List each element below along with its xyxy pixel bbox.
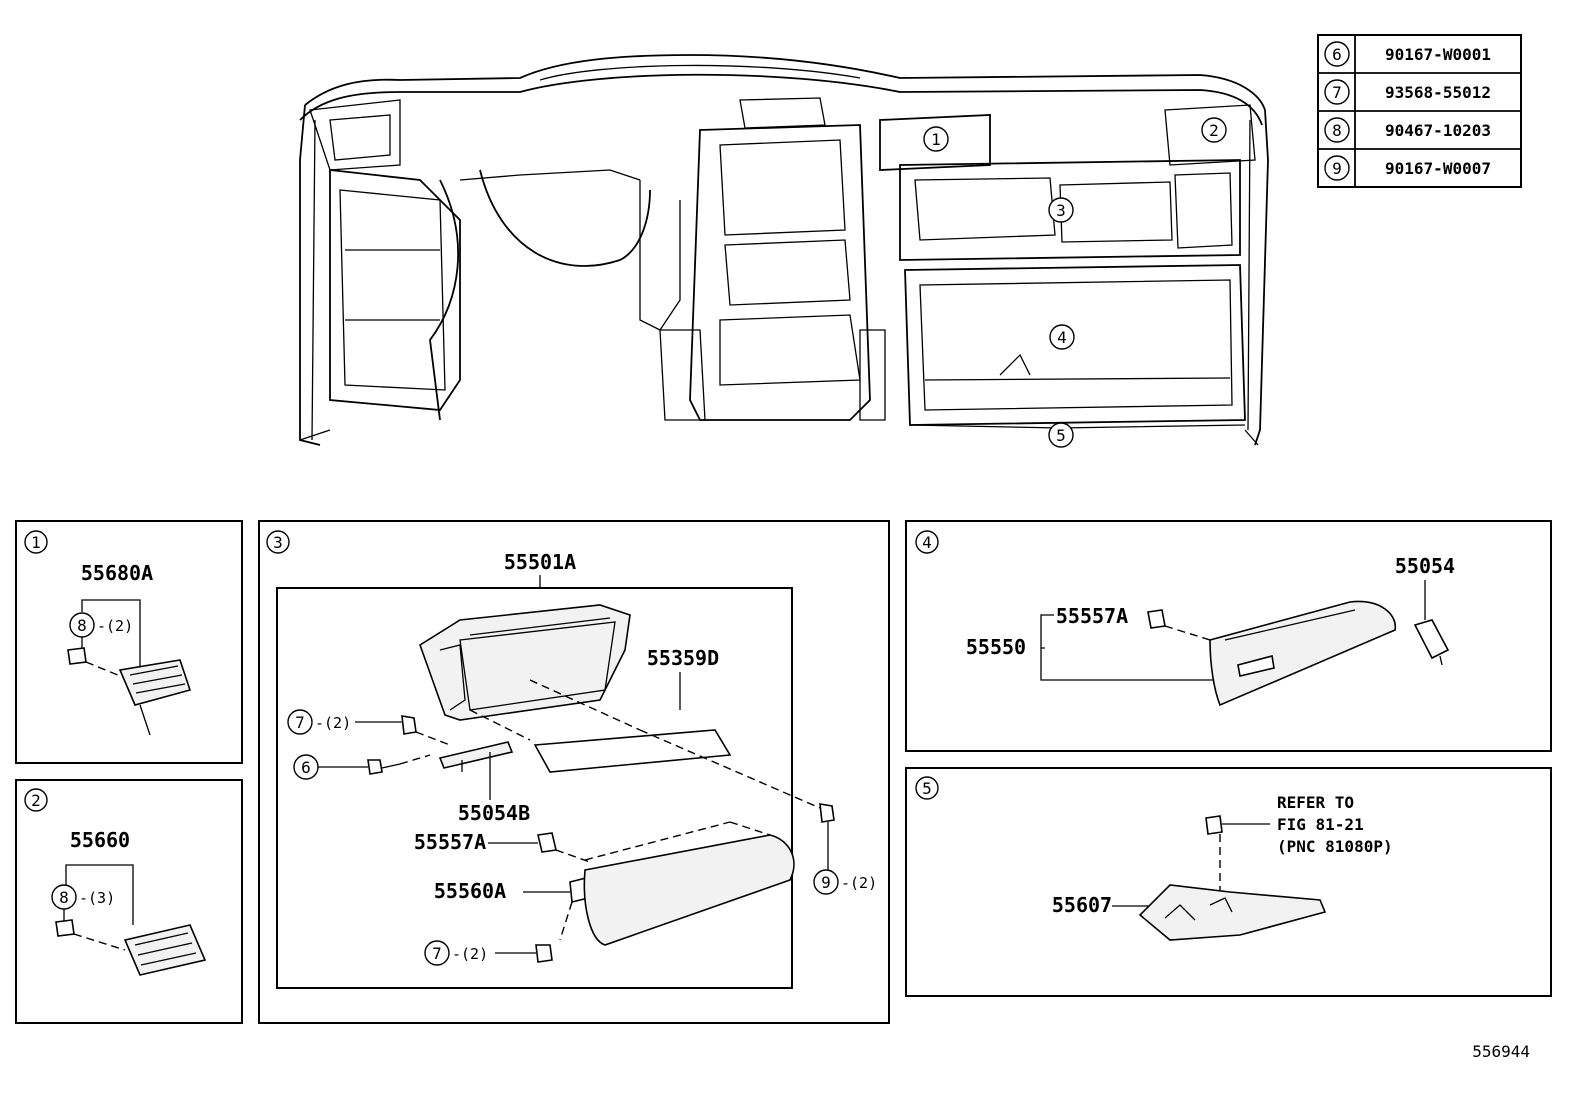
panel-3: 3 55501A 55359D 7 -(2) 6 55054B xyxy=(258,520,890,1024)
panel-1: 1 55680A 8 -(2) xyxy=(15,520,243,764)
table-row: 9 90167-W0007 xyxy=(1324,155,1491,181)
svg-text:2: 2 xyxy=(1209,121,1219,140)
svg-text:(PNC 81080P): (PNC 81080P) xyxy=(1277,837,1393,856)
svg-text:-(2): -(2) xyxy=(97,617,133,635)
svg-text:1: 1 xyxy=(931,130,941,149)
svg-text:55501A: 55501A xyxy=(504,550,576,574)
svg-text:55054: 55054 xyxy=(1395,554,1455,578)
svg-text:-(2): -(2) xyxy=(841,874,877,892)
svg-text:-(2): -(2) xyxy=(452,945,488,963)
svg-text:90167-W0001: 90167-W0001 xyxy=(1385,45,1491,64)
svg-text:55557A: 55557A xyxy=(414,830,486,854)
svg-text:9: 9 xyxy=(1332,159,1342,178)
svg-text:8: 8 xyxy=(77,616,87,635)
svg-text:55359D: 55359D xyxy=(647,646,719,670)
table-row: 8 90467-10203 xyxy=(1324,117,1491,143)
svg-text:8: 8 xyxy=(59,888,69,907)
svg-text:5: 5 xyxy=(1056,426,1066,445)
svg-text:3: 3 xyxy=(1056,201,1066,220)
svg-text:93568-55012: 93568-55012 xyxy=(1385,83,1491,102)
svg-text:3: 3 xyxy=(273,533,283,552)
svg-text:90167-W0007: 90167-W0007 xyxy=(1385,159,1491,178)
drawing-number: 556944 xyxy=(1472,1042,1530,1061)
svg-text:55054B: 55054B xyxy=(458,801,530,825)
fastener-table: 6 90167-W0001 7 93568-55012 8 90467-1020… xyxy=(1317,34,1522,188)
svg-text:-(2): -(2) xyxy=(315,714,351,732)
svg-text:90467-10203: 90467-10203 xyxy=(1385,121,1491,140)
panel-2: 2 55660 8 -(3) xyxy=(15,779,243,1024)
svg-text:4: 4 xyxy=(922,533,932,552)
svg-text:9: 9 xyxy=(821,873,831,892)
svg-text:55680A: 55680A xyxy=(81,561,153,585)
svg-text:7: 7 xyxy=(432,944,442,963)
callout-3: 3 xyxy=(1048,197,1074,223)
dashboard-assembly: 1 2 3 4 5 xyxy=(299,54,1269,448)
svg-text:6: 6 xyxy=(301,758,311,777)
svg-text:REFER TO: REFER TO xyxy=(1277,793,1354,812)
svg-text:FIG 81-21: FIG 81-21 xyxy=(1277,815,1364,834)
panel-4: 4 55550 55557A 55054 xyxy=(905,520,1552,752)
svg-text:8: 8 xyxy=(1332,121,1342,140)
svg-text:1: 1 xyxy=(31,533,41,552)
svg-text:55550: 55550 xyxy=(966,635,1026,659)
svg-text:-(3): -(3) xyxy=(79,889,115,907)
svg-text:4: 4 xyxy=(1057,328,1067,347)
table-row: 7 93568-55012 xyxy=(1324,79,1491,105)
svg-text:55660: 55660 xyxy=(70,828,130,852)
callout-2: 2 xyxy=(1201,117,1227,143)
panel-5: 5 REFER TO FIG 81-21 (PNC 81080P) 55607 xyxy=(905,767,1552,997)
svg-text:55557A: 55557A xyxy=(1056,604,1128,628)
callout-5: 5 xyxy=(1048,422,1074,448)
svg-text:6: 6 xyxy=(1332,45,1342,64)
svg-text:7: 7 xyxy=(295,713,305,732)
svg-text:55560A: 55560A xyxy=(434,879,506,903)
callout-1: 1 xyxy=(923,126,949,152)
svg-text:5: 5 xyxy=(922,779,932,798)
callout-4: 4 xyxy=(1049,324,1075,350)
svg-text:7: 7 xyxy=(1332,83,1342,102)
table-row: 6 90167-W0001 xyxy=(1324,41,1491,67)
svg-text:55607: 55607 xyxy=(1052,893,1112,917)
svg-text:2: 2 xyxy=(31,791,41,810)
